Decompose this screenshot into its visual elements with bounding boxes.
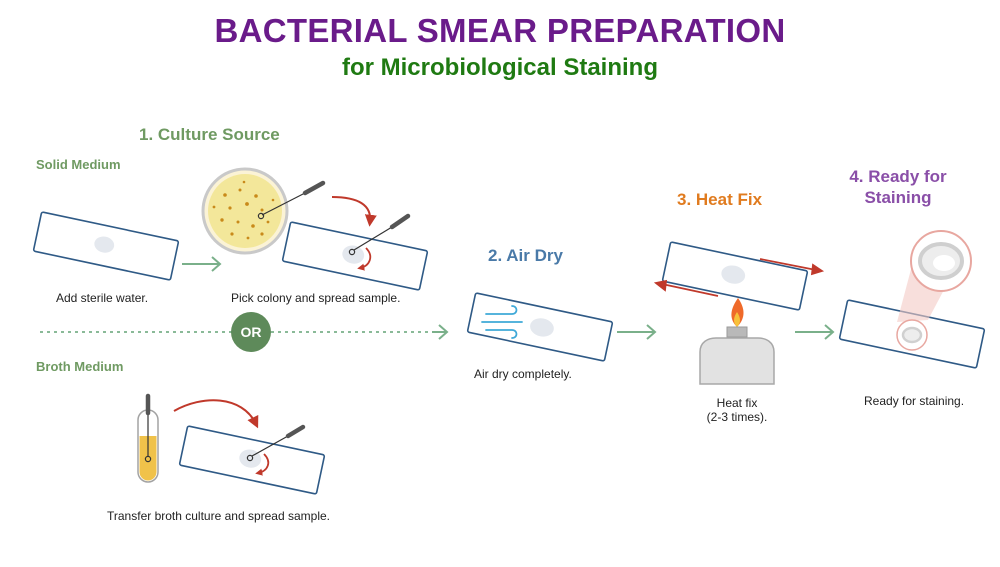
caption-add-water: Add sterile water. bbox=[56, 291, 149, 305]
smear-ring bbox=[896, 319, 928, 351]
caption-ready: Ready for staining. bbox=[864, 394, 965, 408]
page-subtitle: for Microbiological Staining bbox=[341, 54, 658, 81]
broth-tube bbox=[137, 393, 159, 483]
caption-air-dry: Air dry completely. bbox=[474, 367, 572, 381]
solid-medium-label: Solid Medium bbox=[36, 157, 121, 172]
step-4-label-line1: 4. Ready for bbox=[849, 167, 947, 186]
flow-arrow-3 bbox=[795, 324, 835, 340]
petri-dish bbox=[201, 167, 326, 255]
curved-arrow-broth bbox=[173, 399, 259, 429]
flow-arrow-2 bbox=[617, 324, 657, 340]
or-badge-text: OR bbox=[240, 324, 262, 340]
caption-broth-transfer: Transfer broth culture and spread sample… bbox=[107, 509, 331, 523]
loop-spread-colony bbox=[348, 213, 411, 271]
or-badge bbox=[231, 312, 271, 352]
or-arrowhead bbox=[432, 324, 449, 340]
page-title: BACTERIAL SMEAR PREPARATION bbox=[214, 12, 786, 49]
slide-heat-fix bbox=[661, 241, 809, 311]
slide-water bbox=[32, 211, 180, 281]
water-drop bbox=[94, 236, 115, 253]
slide-air-dry bbox=[466, 292, 614, 362]
caption-heat-fix-line2: (2-3 times). bbox=[706, 410, 768, 424]
step-4-label-line2: Staining bbox=[864, 188, 932, 207]
slide-spread-colony bbox=[281, 221, 429, 291]
motion-arrows bbox=[653, 258, 825, 297]
magnifier-zoom bbox=[910, 230, 972, 292]
step-1-label: 1. Culture Source bbox=[139, 125, 280, 144]
step-3-label: 3. Heat Fix bbox=[677, 190, 763, 209]
step-2-label: 2. Air Dry bbox=[488, 246, 563, 265]
colonies bbox=[212, 180, 275, 240]
caption-pick-colony: Pick colony and spread sample. bbox=[231, 291, 401, 305]
broth-medium-label: Broth Medium bbox=[36, 359, 124, 374]
bunsen-burner bbox=[699, 298, 775, 385]
wind-icon bbox=[481, 305, 523, 339]
loop-spread-broth bbox=[246, 424, 306, 476]
caption-heat-fix-line1: Heat fix bbox=[716, 396, 758, 410]
curved-arrow-colony bbox=[331, 196, 377, 227]
flow-arrow-1 bbox=[182, 256, 222, 272]
